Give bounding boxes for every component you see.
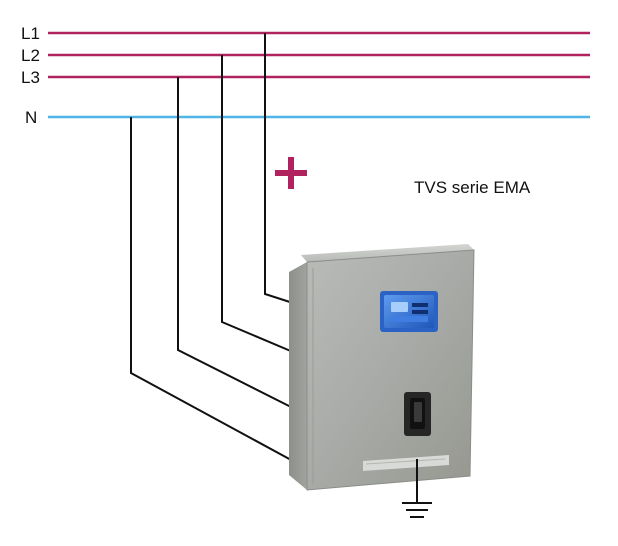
display-panel-icon [380,291,438,332]
enclosure-label-strip [363,455,449,471]
label-l2: L2 [21,46,40,65]
ground-symbol-icon [402,459,432,518]
enclosure-side [289,262,307,490]
enclosure-front [307,250,474,490]
wire-n [130,117,294,462]
label-n: N [25,108,37,127]
power-lines [48,31,590,119]
device-label: TVS serie EMA [414,178,531,197]
wire-l2 [221,55,294,353]
label-l3: L3 [21,68,40,87]
tvs-enclosure [289,244,475,491]
plus-sign-icon [275,157,307,189]
label-l1: L1 [21,24,40,43]
connection-wires [130,33,294,462]
enclosure-top [301,244,474,262]
line-labels: L1 L2 L3 N [21,24,40,127]
wire-l1 [264,33,294,304]
rotary-switch-icon [404,392,431,436]
wire-l3 [177,77,294,409]
